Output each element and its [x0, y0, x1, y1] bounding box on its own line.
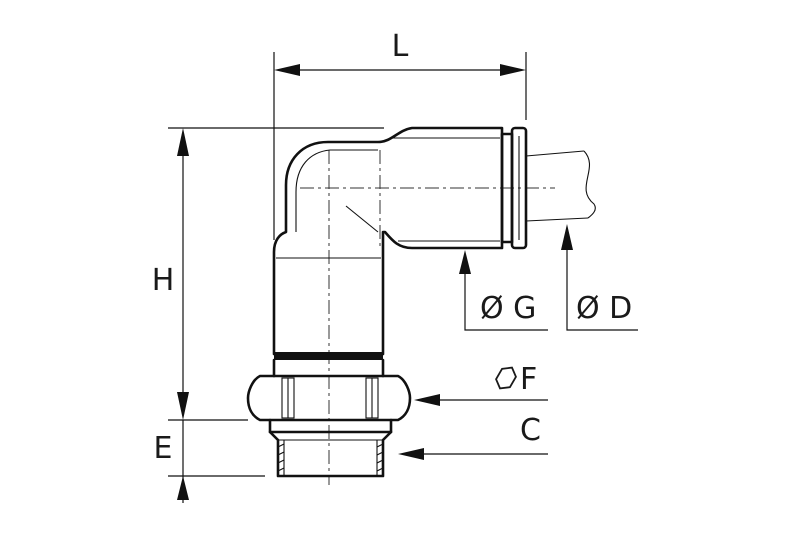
bore-edge-line	[345, 205, 379, 233]
tube-top-edge	[525, 150, 585, 157]
tube-break-line	[583, 150, 596, 219]
arrow-L-left	[274, 64, 300, 76]
thread-teeth-left	[277, 443, 285, 472]
threaded-stem	[268, 418, 393, 478]
leader-line-D	[566, 246, 638, 331]
elbow-inner-line	[295, 149, 378, 232]
label-L: L	[392, 29, 409, 64]
dimension-E: E	[154, 419, 265, 503]
label-C: C	[520, 413, 541, 448]
leader-line-G	[464, 270, 548, 331]
hex-nut-outline	[246, 374, 412, 422]
leader-D: Ø D	[561, 224, 638, 331]
arrow-E-bottom	[177, 476, 189, 500]
arrow-L-right	[500, 64, 526, 76]
label-H: H	[152, 263, 175, 298]
label-D: Ø D	[576, 291, 632, 326]
arrow-G	[459, 250, 471, 274]
arrow-F	[414, 394, 440, 406]
hex-nut	[246, 374, 412, 422]
o-ring-band	[274, 352, 383, 360]
elbow-outline	[272, 126, 504, 356]
arrow-H-top	[177, 128, 189, 156]
label-F: F	[520, 362, 537, 397]
thread-teeth-right	[376, 443, 384, 472]
dimension-L: L	[273, 29, 527, 240]
arrow-C	[398, 448, 424, 460]
leader-F: F	[414, 362, 548, 406]
release-button	[510, 126, 528, 250]
tube	[525, 150, 596, 222]
arrow-H-bottom	[177, 392, 189, 420]
leader-C: C	[398, 413, 548, 460]
tube-bottom-edge	[525, 217, 589, 222]
label-E: E	[154, 431, 173, 466]
dimension-H: H	[152, 127, 384, 420]
thread-outline	[268, 418, 393, 478]
hexagon-icon	[495, 366, 517, 390]
leader-G: Ø G	[459, 250, 548, 331]
label-G: Ø G	[480, 291, 536, 326]
fitting-body	[272, 126, 528, 378]
arrow-D	[561, 224, 573, 250]
